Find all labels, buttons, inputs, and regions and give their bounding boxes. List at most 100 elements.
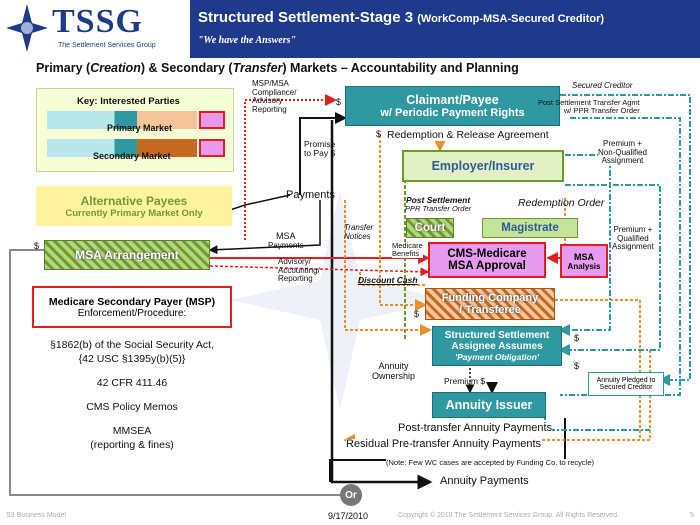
msp-sub: Enforcement/Procedure: bbox=[77, 307, 187, 319]
annuity-pledged-box: Annuity Pledged to Secured Creditor bbox=[588, 372, 664, 396]
cms-line2: MSA Approval bbox=[448, 260, 526, 272]
msp-box: Medicare Secondary Payer (MSP) Enforceme… bbox=[32, 286, 232, 328]
post-settlement-2: PPR Transfer Order bbox=[405, 204, 472, 214]
subtitle-part1: Primary ( bbox=[36, 61, 91, 75]
post-transfer-label: Post-transfer Annuity Payments bbox=[398, 422, 553, 435]
claimant-line2: w/ Periodic Payment Rights bbox=[380, 107, 525, 119]
transfer-notices-1: Transfer bbox=[344, 223, 374, 232]
promise-1: Promise bbox=[304, 139, 336, 149]
subtitle-part2: ) & Secondary ( bbox=[140, 61, 233, 75]
msa-dollar: $ bbox=[34, 241, 40, 251]
post-settlement-label: Post Settlement PPR Transfer Order bbox=[405, 195, 472, 214]
primary-key-bar bbox=[47, 111, 197, 129]
court-label: Court bbox=[414, 222, 446, 234]
advisory-2: Accounting/ bbox=[278, 265, 320, 275]
employer-label: Employer/Insurer bbox=[431, 159, 535, 173]
court-box: Court bbox=[406, 218, 454, 238]
annuity-ownership-1: Annuity bbox=[378, 361, 409, 371]
assignee-line3: 'Payment Obligation' bbox=[455, 352, 539, 362]
subtitle-part3: ) Markets – Accountability and Planning bbox=[282, 61, 519, 75]
discount-cash-label: Discount Cash bbox=[358, 275, 418, 285]
assignee-dollar-2: $ bbox=[574, 361, 580, 371]
premium-dollar-label: Premium $ bbox=[444, 376, 486, 386]
medicare-benefits-label: Medicare Benefits bbox=[392, 241, 423, 259]
key-box: Key: Interested Parties Primary Market S… bbox=[36, 88, 234, 172]
funding-dollar: $ bbox=[414, 309, 420, 319]
footer-left: S3 Business Model bbox=[6, 512, 66, 519]
premium-q-label: Premium + Qualified Assignment bbox=[612, 225, 654, 252]
employer-insurer-box: Employer/Insurer bbox=[402, 150, 564, 182]
secondary-key-swatch bbox=[199, 139, 225, 157]
alt-payees-title: Alternative Payees bbox=[80, 193, 188, 208]
title-main: Structured Settlement-Stage 3 bbox=[198, 9, 414, 26]
footer-page: 5 bbox=[690, 512, 694, 519]
transfer-notices-2: Notices bbox=[344, 231, 371, 241]
claimant-line1: Claimant/Payee bbox=[406, 93, 499, 107]
magistrate-box: Magistrate bbox=[482, 218, 578, 238]
msa-analysis-box: MSA Analysis bbox=[560, 244, 608, 278]
premium-nq-label: Premium + Non-Qualified Assignment bbox=[598, 139, 647, 166]
msp-title: Medicare Secondary Payer (MSP) bbox=[48, 295, 216, 308]
primary-key-label: Primary Market bbox=[107, 123, 173, 133]
annuity-payments-label: Annuity Payments bbox=[440, 475, 529, 487]
subtitle-italic2: Transfer bbox=[232, 61, 283, 75]
msp-item-6: (reporting & fines) bbox=[90, 439, 174, 451]
funding-company-box: Funding Company / Transferee bbox=[425, 288, 555, 320]
annuity-issuer-label: Annuity Issuer bbox=[445, 398, 533, 412]
claimant-dollar: $ bbox=[336, 97, 342, 107]
post-settlement-transfer-label: Post Settlement Transfer Agmt w/ PPR Tra… bbox=[538, 98, 640, 116]
funding-line1: Funding Company bbox=[441, 292, 539, 304]
key-title: Key: Interested Parties bbox=[77, 96, 180, 107]
title-banner: Structured Settlement-Stage 3 (WorkComp-… bbox=[190, 0, 700, 58]
pst-1: Post Settlement Transfer Agmt bbox=[538, 98, 640, 107]
annuity-pledged-1: Annuity Pledged to bbox=[596, 377, 656, 384]
title-paren: (WorkComp-MSA-Secured Creditor) bbox=[417, 13, 605, 25]
secondary-key-bar bbox=[47, 139, 197, 157]
footer-date: 9/17/2010 bbox=[328, 511, 369, 521]
premium-q-1: Premium + bbox=[613, 225, 653, 234]
compass-star-icon bbox=[6, 4, 48, 52]
premium-nq-1: Premium + bbox=[603, 139, 642, 148]
msa-payments-2: Payments bbox=[268, 240, 304, 250]
annuity-ownership-2: Ownership bbox=[372, 370, 416, 381]
secondary-key-label: Secondary Market bbox=[93, 151, 171, 161]
premium-nq-3: Assignment bbox=[601, 156, 644, 166]
msp-compliance-3: Advisory bbox=[252, 96, 283, 106]
medicare-benefits-2: Benefits bbox=[392, 249, 420, 259]
assignee-dollar-1: $ bbox=[574, 333, 580, 343]
msa-payments-1: MSA bbox=[276, 231, 296, 241]
compass-watermark-icon bbox=[230, 190, 450, 410]
primary-key-swatch bbox=[199, 111, 225, 129]
promise-label: Promise to Pay $ bbox=[304, 139, 336, 158]
advisory-3: Reporting bbox=[278, 274, 313, 284]
subtitle-italic1: Creation bbox=[90, 61, 141, 75]
medicare-benefits-1: Medicare bbox=[392, 241, 423, 250]
premium-nq-2: Non-Qualified bbox=[598, 147, 647, 157]
premium-q-2: Qualified bbox=[617, 233, 649, 243]
cms-line1: CMS-Medicare bbox=[447, 248, 527, 260]
pst-2: w/ PPR Transfer Order bbox=[563, 106, 640, 116]
or-badge: Or bbox=[340, 484, 362, 506]
logo-text: TSSG bbox=[52, 3, 143, 40]
msp-item-2: {42 USC §1395y(b)(5)} bbox=[78, 353, 186, 365]
secured-creditor-label: Secured Creditor bbox=[572, 81, 633, 90]
msp-item-3: 42 CFR 411.46 bbox=[96, 377, 168, 389]
logo-subtitle: The Settlement Services Group bbox=[58, 42, 156, 49]
msp-compliance-2: Compliance/ bbox=[252, 87, 297, 97]
msp-compliance-label: MSP/MSA Compliance/ Advisory Reporting bbox=[252, 79, 297, 115]
slide-title: Structured Settlement-Stage 3 (WorkComp-… bbox=[198, 9, 605, 26]
premium-q-3: Assignment bbox=[612, 242, 654, 252]
msa-arrangement-label: MSA Arrangement bbox=[75, 248, 179, 262]
advisory-1: Advisory/ bbox=[278, 257, 311, 266]
msp-item-4: CMS Policy Memos bbox=[86, 401, 178, 413]
redemption-order-label: Redemption Order bbox=[518, 197, 605, 209]
msp-item-5: MMSEA bbox=[112, 425, 152, 437]
annuity-issuer-box: Annuity Issuer bbox=[432, 392, 546, 418]
msp-item-1: §1862(b) of the Social Security Act, bbox=[49, 339, 214, 351]
post-settlement-1: Post Settlement bbox=[405, 195, 471, 205]
msa-payments-label: MSA Payments bbox=[268, 231, 304, 250]
msa-arrangement-box: MSA Arrangement bbox=[44, 240, 210, 270]
alternative-payees-box: Alternative Payees Currently Primary Mar… bbox=[36, 186, 232, 226]
note-label: (Note: Few WC cases are accepted by Fund… bbox=[386, 458, 595, 468]
cms-medicare-box: CMS-Medicare MSA Approval bbox=[428, 242, 546, 278]
